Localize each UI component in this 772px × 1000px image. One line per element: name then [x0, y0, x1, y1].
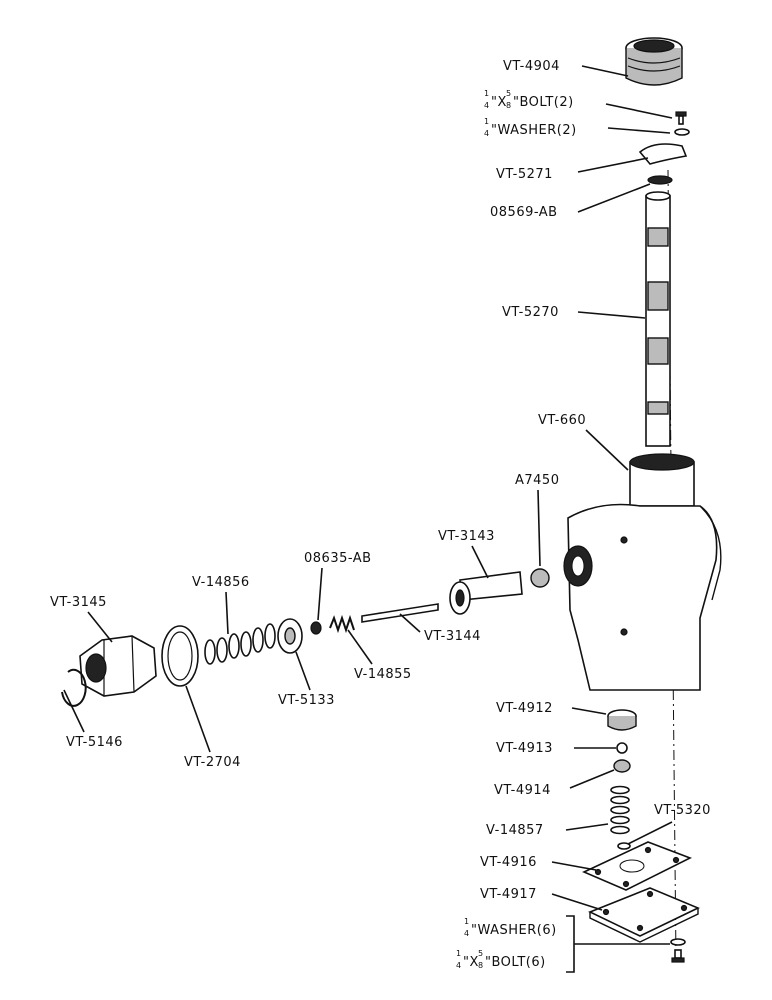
svg-text:1: 1 — [484, 117, 489, 126]
part-vt-2704-gasket — [161, 625, 199, 687]
label-vt-4917: VT-4917 — [480, 887, 537, 902]
leader-vt-5133 — [295, 651, 311, 691]
label-bottom-bolt: 1 4 "X 5 8 "BOLT(6) — [456, 949, 546, 970]
leader-vt-660 — [585, 429, 629, 471]
label-08635-ab: 08635-AB — [304, 551, 372, 566]
part-vt-3143-sleeve — [449, 571, 523, 615]
part-vt-4913-ball — [616, 742, 628, 754]
part-vt-660-body — [563, 453, 722, 691]
svg-text:4: 4 — [464, 929, 469, 938]
svg-text:4: 4 — [484, 129, 489, 138]
leader-vt-3145 — [87, 611, 113, 643]
svg-text:"BOLT(6): "BOLT(6) — [485, 955, 546, 970]
leader-vt-5271 — [577, 157, 649, 173]
leader-a7450 — [537, 489, 541, 567]
svg-text:1: 1 — [464, 917, 469, 926]
svg-text:4: 4 — [456, 961, 461, 970]
label-vt-4904: VT-4904 — [503, 59, 560, 74]
part-vt-3145-plug — [79, 635, 157, 697]
part-vt-5320-washer — [617, 842, 631, 850]
leader-vt-4914 — [569, 769, 615, 789]
part-vt-4917-cover — [588, 887, 700, 943]
svg-text:"X: "X — [463, 955, 479, 970]
svg-text:"WASHER(2): "WASHER(2) — [491, 123, 577, 138]
label-vt-4912: VT-4912 — [496, 701, 553, 716]
leader-vt-2704 — [185, 685, 211, 753]
svg-text:"X: "X — [491, 95, 507, 110]
label-vt-660: VT-660 — [538, 413, 586, 428]
label-vt-2704: VT-2704 — [184, 755, 241, 770]
svg-text:"WASHER(6): "WASHER(6) — [471, 923, 557, 938]
label-vt-5270: VT-5270 — [502, 305, 559, 320]
label-vt-5320: VT-5320 — [654, 803, 711, 818]
label-vt-4913: VT-4913 — [496, 741, 553, 756]
leader-vt-4917 — [551, 893, 603, 911]
svg-text:5: 5 — [478, 949, 483, 958]
label-top-washer: 1 4 "WASHER(2) — [484, 117, 577, 138]
label-v-14855: V-14855 — [354, 667, 412, 682]
svg-text:4: 4 — [484, 101, 489, 110]
leader-v-14855 — [347, 629, 373, 665]
label-vt-5271: VT-5271 — [496, 167, 553, 182]
part-v-14857-spring — [610, 785, 630, 835]
label-v-14856: V-14856 — [192, 575, 250, 590]
part-vt-5271-clip — [638, 143, 688, 165]
leader-top-bolt — [605, 103, 673, 119]
part-vt-4916-gasket — [582, 841, 692, 891]
leader-vt-4912 — [571, 707, 607, 715]
part-08569-ab-oring — [647, 175, 673, 185]
label-vt-3143: VT-3143 — [438, 529, 495, 544]
label-vt-4914: VT-4914 — [494, 783, 551, 798]
leader-vt-4916 — [551, 861, 597, 871]
label-vt-5146: VT-5146 — [66, 735, 123, 750]
label-v-14857: V-14857 — [486, 823, 544, 838]
leader-vt-4904 — [581, 65, 629, 77]
leader-v-14856 — [225, 591, 229, 635]
part-vt-4914-seat — [613, 759, 631, 773]
leader-vt-3144 — [399, 613, 421, 633]
part-v-14856-spring — [204, 623, 276, 665]
leader-bottom-bracket — [566, 915, 670, 973]
part-vt-3144-pin — [361, 603, 439, 623]
label-top-bolt: 1 4 "X 5 8 "BOLT(2) — [484, 89, 574, 110]
svg-text:8: 8 — [478, 961, 483, 970]
part-vt-4912-cap — [607, 709, 637, 731]
leader-top-washer — [607, 127, 671, 134]
part-bottom-washer — [670, 938, 686, 946]
part-vt-5133-seat — [277, 618, 303, 654]
part-a7450-ball — [530, 568, 550, 588]
part-bottom-bolt — [671, 949, 685, 963]
label-vt-3145: VT-3145 — [50, 595, 107, 610]
label-vt-4916: VT-4916 — [480, 855, 537, 870]
label-vt-5133: VT-5133 — [278, 693, 335, 708]
part-top-washer — [674, 128, 690, 136]
leader-08569-ab — [577, 183, 651, 213]
label-a7450: A7450 — [515, 473, 559, 488]
svg-text:1: 1 — [484, 89, 489, 98]
leader-vt-5320 — [627, 821, 673, 845]
svg-text:8: 8 — [506, 101, 511, 110]
svg-text:1: 1 — [456, 949, 461, 958]
leader-v-14857 — [565, 823, 609, 831]
leader-08635-ab — [317, 567, 323, 621]
leader-vt-5270 — [577, 311, 646, 319]
part-vt-4904-cap — [625, 37, 683, 86]
part-vt-5270-spool — [645, 191, 671, 447]
label-vt-3144: VT-3144 — [424, 629, 481, 644]
leader-vt-5146 — [63, 689, 85, 733]
part-vt-5146-snapring — [61, 668, 87, 707]
label-bottom-washer: 1 4 "WASHER(6) — [464, 917, 557, 938]
part-08635-ab-washer — [310, 621, 322, 635]
leader-vt-3143 — [471, 545, 489, 579]
label-08569-ab: 08569-AB — [490, 205, 558, 220]
svg-text:"BOLT(2): "BOLT(2) — [513, 95, 574, 110]
part-top-bolt — [675, 111, 687, 125]
svg-text:5: 5 — [506, 89, 511, 98]
part-v-14855-spring — [329, 614, 355, 634]
